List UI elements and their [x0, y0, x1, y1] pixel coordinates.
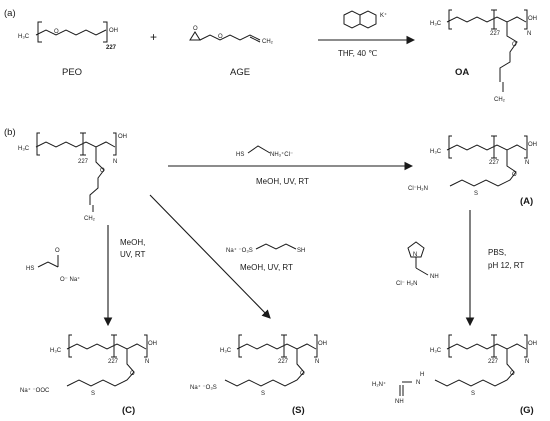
product-s-structure: H₃C OH 227 N O S Na⁺ ⁻O₃S	[190, 334, 327, 397]
svg-text:H₃C: H₃C	[220, 348, 232, 354]
arrow-to-s	[149, 194, 271, 319]
svg-text:N: N	[413, 252, 417, 258]
svg-text:H₃C: H₃C	[430, 348, 442, 354]
svg-text:O: O	[218, 34, 223, 40]
svg-text:227: 227	[490, 31, 501, 37]
condition-sulfonate: MeOH, UV, RT	[240, 263, 293, 272]
sulfonate-thiol-structure: Na⁺ ⁻O₃S SH	[226, 243, 305, 254]
svg-text:NH: NH	[430, 274, 439, 280]
svg-text:NH: NH	[395, 399, 404, 405]
svg-text:H₃C: H₃C	[430, 149, 442, 155]
svg-text:O: O	[55, 248, 60, 254]
svg-text:O: O	[100, 168, 105, 174]
svg-text:Cl⁻ H₂N: Cl⁻ H₂N	[396, 281, 418, 287]
svg-text:OH: OH	[528, 16, 537, 22]
svg-text:CH₂: CH₂	[84, 216, 96, 222]
svg-text:S: S	[471, 391, 475, 397]
svg-text:O: O	[193, 26, 198, 32]
label-oa: OA	[455, 67, 469, 78]
svg-text:H₃C: H₃C	[18, 34, 30, 40]
svg-text:CH₂: CH₂	[494, 97, 506, 103]
label-product-a: (A)	[520, 196, 533, 207]
svg-text:O: O	[512, 172, 517, 178]
age-structure: O O CH₂	[189, 26, 274, 45]
label-age: AGE	[230, 67, 250, 78]
svg-text:H₃C: H₃C	[430, 21, 442, 27]
svg-text:O: O	[512, 42, 517, 48]
svg-text:227: 227	[488, 359, 499, 365]
svg-text:NH₃⁺Cl⁻: NH₃⁺Cl⁻	[270, 151, 293, 158]
svg-text:O⁻ Na⁺: O⁻ Na⁺	[60, 276, 80, 283]
svg-text:H₂N⁺: H₂N⁺	[372, 381, 386, 388]
label-product-c: (C)	[122, 405, 135, 416]
peo-structure: H₃C O OH 227	[18, 21, 118, 51]
svg-text:N: N	[315, 359, 319, 365]
svg-text:227: 227	[278, 359, 289, 365]
panel-label-b: (b)	[4, 127, 16, 138]
condition-rxn-a: THF, 40 ℃	[338, 49, 377, 58]
svg-text:HS: HS	[26, 266, 34, 272]
svg-text:N: N	[416, 380, 420, 386]
svg-text:Na⁺ ⁻OOC: Na⁺ ⁻OOC	[20, 387, 50, 394]
svg-text:SH: SH	[297, 248, 305, 254]
label-product-s: (S)	[292, 405, 305, 416]
condition-thioglycolate-2: UV, RT	[120, 250, 145, 259]
svg-text:OH: OH	[109, 28, 118, 34]
condition-thioglycolate-1: MeOH,	[120, 238, 145, 247]
svg-text:OH: OH	[148, 341, 157, 347]
svg-text:O: O	[300, 371, 305, 377]
svg-text:227: 227	[106, 45, 117, 51]
oa-start-structure: H₃C OH 227 N O CH₂	[18, 132, 127, 222]
naphthalene-icon	[343, 10, 377, 29]
product-a-structure: H₃C OH 227 N O S Cl⁻H₃N	[408, 135, 537, 197]
svg-text:OH: OH	[528, 341, 537, 347]
potassium-ion: K⁺	[380, 12, 387, 19]
product-g-structure: H₃C OH 227 N O S H N NH H₂N⁺	[372, 334, 537, 405]
svg-text:O: O	[130, 371, 135, 377]
svg-text:Na⁺ ⁻O₃S: Na⁺ ⁻O₃S	[190, 384, 217, 391]
svg-text:N: N	[525, 359, 529, 365]
label-peo: PEO	[62, 67, 82, 78]
svg-text:S: S	[261, 391, 265, 397]
svg-text:OH: OH	[318, 341, 327, 347]
svg-text:Na⁺ ⁻O₃S: Na⁺ ⁻O₃S	[226, 247, 253, 254]
svg-text:CH₂: CH₂	[262, 39, 274, 45]
svg-text:N: N	[113, 159, 117, 165]
svg-text:S: S	[474, 191, 478, 197]
product-c-structure: H₃C OH 227 N O S Na⁺ ⁻OOC	[20, 334, 157, 397]
thioglycolate-structure: HS O O⁻ Na⁺	[26, 248, 80, 283]
svg-text:N: N	[145, 359, 149, 365]
svg-text:HS: HS	[236, 152, 244, 158]
svg-text:O: O	[510, 371, 515, 377]
svg-text:Cl⁻H₃N: Cl⁻H₃N	[408, 186, 428, 192]
condition-pyrazole-1: PBS,	[488, 248, 506, 257]
oa-structure: H₃C OH 227 N O CH₂	[430, 9, 537, 103]
svg-text:N: N	[527, 31, 531, 37]
cysteamine-structure: HS NH₃⁺Cl⁻	[236, 145, 293, 158]
svg-text:227: 227	[108, 359, 119, 365]
svg-text:OH: OH	[528, 142, 537, 148]
condition-pyrazole-2: pH 12, RT	[488, 261, 524, 270]
plus-sign: +	[150, 30, 157, 44]
svg-text:H₃C: H₃C	[50, 348, 62, 354]
svg-text:OH: OH	[118, 134, 127, 140]
svg-text:N: N	[525, 160, 529, 166]
svg-text:O: O	[54, 29, 59, 35]
panel-label-a: (a)	[4, 8, 16, 19]
svg-text:227: 227	[78, 159, 89, 165]
svg-text:H₃C: H₃C	[18, 146, 30, 152]
svg-text:227: 227	[489, 160, 500, 166]
label-product-g: (G)	[520, 405, 534, 416]
condition-cysteamine: MeOH, UV, RT	[256, 177, 309, 186]
svg-text:S: S	[91, 391, 95, 397]
pyrazole-carboxamidine-structure: N NH Cl⁻ H₂N	[396, 241, 439, 287]
svg-text:H: H	[420, 372, 424, 378]
